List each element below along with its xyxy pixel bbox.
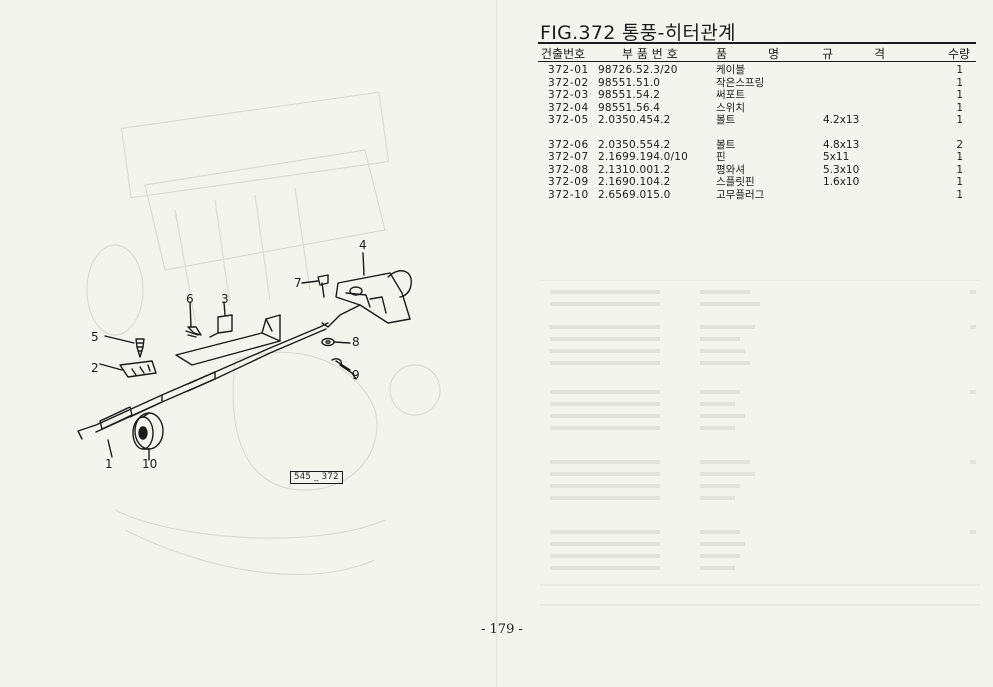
screw-part-5	[135, 338, 145, 358]
callout-label: 7	[294, 276, 302, 290]
callout-label: 1	[105, 457, 113, 471]
table-row: 372-07 2.1699.194.0/10 핀 5x11 1	[540, 151, 976, 164]
part-spec: 1.6x10	[823, 176, 860, 188]
table-row: 372-03 98551.54.2 써포트 1	[540, 89, 976, 102]
part-quantity: 1	[956, 64, 963, 76]
show-through-left	[86, 91, 441, 575]
part-name: 써포트	[716, 89, 745, 101]
title-rule	[538, 42, 976, 44]
part-name: 평와셔	[716, 163, 745, 176]
header-name-second: 명	[768, 47, 780, 61]
callout-label: 3	[221, 292, 229, 306]
table-row: 372-02 98551.51.0 작은스프링 1	[540, 77, 976, 90]
parts-table: 372-01 98726.52.3/20 케이블 1 372-02 98551.…	[540, 64, 976, 201]
page-fold	[496, 0, 498, 687]
screw-part-6	[187, 326, 202, 336]
item-number: 372-10	[548, 188, 589, 201]
callout-label: 8	[352, 335, 360, 349]
table-row: 372-04 98551.56.4 스위치 1	[540, 102, 976, 115]
part-number: 98551.56.4	[598, 101, 661, 114]
table-row: 372-10 2.6569.015.0 고무플러그 1	[540, 189, 976, 202]
figure-reference-box: 545 _ 372	[290, 471, 343, 484]
part-number: 2.1690.104.2	[598, 176, 671, 188]
part-quantity: 1	[956, 188, 963, 201]
table-row: 372-09 2.1690.104.2 스플릿핀 1.6x10 1	[540, 176, 976, 189]
table-row: 372-01 98726.52.3/20 케이블 1	[540, 64, 976, 77]
callout-label: 6	[186, 292, 194, 306]
part-number: 98551.51.0	[598, 76, 661, 89]
table-row: 372-06 2.0350.554.2 볼트 4.8x13 2	[540, 139, 976, 152]
row-group-gap	[540, 127, 976, 139]
header-item-no: 건출번호	[541, 47, 586, 61]
callout-label: 10	[142, 457, 158, 471]
part-quantity: 1	[956, 114, 963, 126]
item-number: 372-06	[548, 138, 589, 151]
cable-part	[77, 322, 329, 440]
part-spec: 4.8x13	[823, 138, 860, 151]
part-name: 작은스프링	[716, 76, 765, 89]
table-row: 372-05 2.0350.454.2 볼트 4.2x13 1	[540, 114, 976, 127]
part-number: 2.6569.015.0	[598, 188, 671, 201]
header-part-no: 부 품 번 호	[622, 47, 678, 61]
part-name: 볼트	[716, 114, 736, 126]
part-spec: 5x11	[823, 151, 850, 163]
item-number: 372-02	[548, 76, 589, 89]
part-name: 스플릿핀	[716, 176, 755, 188]
exploded-parts-diagram	[77, 252, 412, 461]
switch-part	[335, 272, 411, 324]
split-pin-part	[331, 358, 353, 374]
header-spec-first: 규	[822, 47, 834, 61]
part-quantity: 1	[956, 76, 963, 89]
header-rule	[538, 61, 976, 62]
item-number: 372-01	[548, 64, 589, 76]
part-name: 케이블	[716, 64, 745, 76]
part-number: 2.0350.554.2	[598, 138, 671, 151]
header-quantity: 수량	[948, 47, 971, 61]
small-spring-part	[119, 360, 157, 378]
part-spec: 5.3x10	[823, 163, 860, 176]
callout-label: 4	[359, 238, 367, 252]
item-number: 372-07	[548, 151, 589, 163]
callout-label: 5	[91, 330, 99, 344]
support-bracket-part	[217, 314, 233, 334]
pin-part	[317, 274, 329, 286]
part-name: 스위치	[716, 101, 745, 114]
part-spec: 4.2x13	[823, 114, 860, 126]
item-number: 372-05	[548, 114, 589, 126]
part-quantity: 1	[956, 176, 963, 188]
part-quantity: 1	[956, 151, 963, 163]
table-row: 372-08 2.1310.001.2 평와셔 5.3x10 1	[540, 164, 976, 177]
part-name: 핀	[716, 151, 726, 163]
item-number: 372-03	[548, 89, 589, 101]
part-name: 볼트	[716, 138, 736, 151]
part-quantity: 1	[956, 101, 963, 114]
callout-label: 9	[352, 368, 360, 382]
support-plate-part	[175, 332, 281, 366]
part-number: 98726.52.3/20	[598, 64, 678, 76]
part-number: 2.1310.001.2	[598, 163, 671, 176]
part-name: 고무플러그	[716, 188, 765, 201]
page-number: - 179 -	[481, 622, 523, 637]
part-number: 2.0350.454.2	[598, 114, 671, 126]
flat-washer-part	[321, 337, 335, 347]
item-number: 372-04	[548, 101, 589, 114]
header-spec-second: 격	[874, 47, 886, 61]
part-number: 2.1699.194.0/10	[598, 151, 689, 163]
show-through-right	[540, 280, 980, 606]
item-number: 372-08	[548, 163, 589, 176]
part-number: 98551.54.2	[598, 89, 661, 101]
figure-title: FIG.372 통풍-히터관계	[540, 22, 736, 44]
part-quantity: 1	[956, 163, 963, 176]
header-name-first: 품	[716, 47, 728, 61]
callout-label: 2	[91, 361, 99, 375]
part-quantity: 1	[956, 89, 963, 101]
part-quantity: 2	[956, 138, 963, 151]
item-number: 372-09	[548, 176, 589, 188]
